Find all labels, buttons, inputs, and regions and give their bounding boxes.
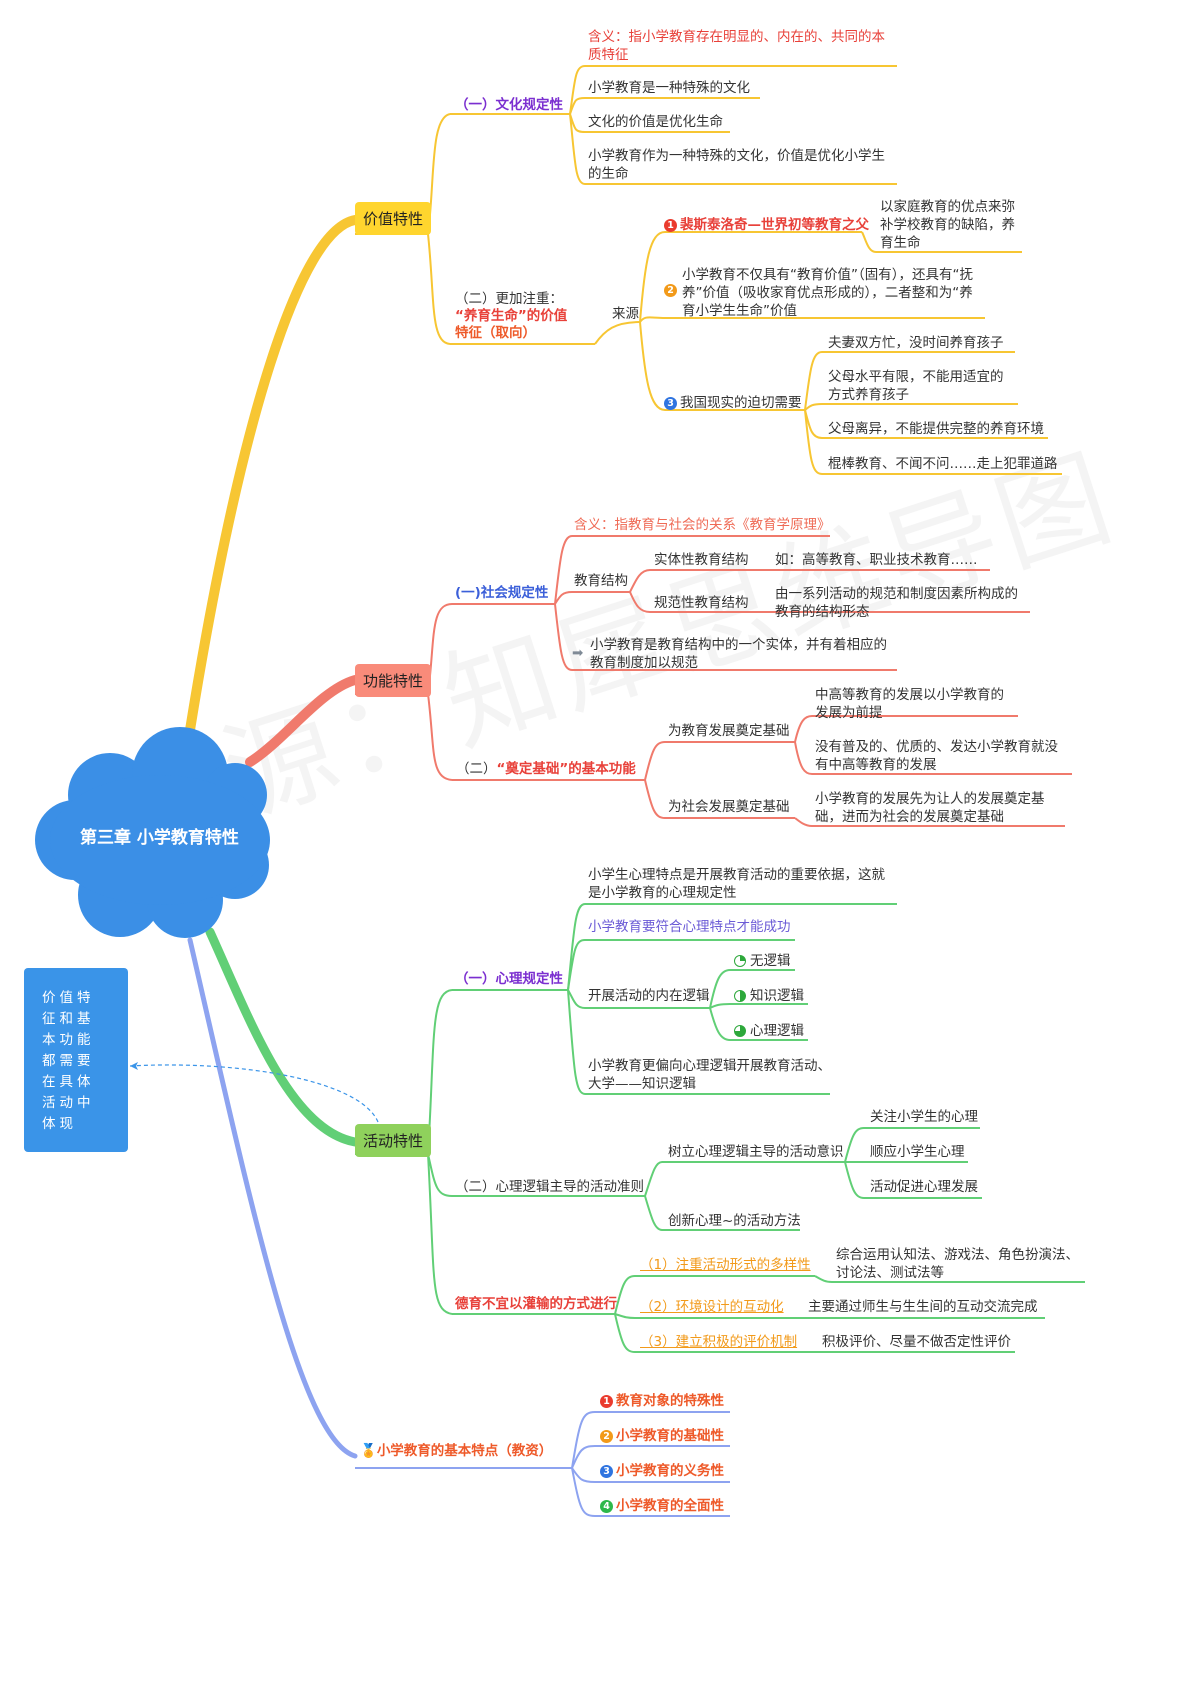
function-s2-label-b: “奠定基础” [496,761,569,777]
value-s1-meaning[interactable]: 含义：指小学教育存在明显的、内在的、共同的本质特征 [588,29,885,63]
function-entity-label[interactable]: 实体性教育结构 [654,552,749,568]
activity-s3-item[interactable]: （1）注重活动形式的多样性 [640,1257,811,1273]
value-source-3-label: 我国现实的迫切需要 [680,395,802,411]
number-2-icon: 2 [664,284,677,297]
activity-s1-success[interactable]: 小学教育要符合心理特点才能成功 [588,919,791,935]
number-1-icon: 1 [664,219,677,232]
number-3-icon: 3 [664,397,677,410]
activity-s3-detail[interactable]: 综合运用认知法、游戏法、角色扮演法、讨论法、测试法等 [836,1247,1079,1281]
basic-item-label: 小学教育的全面性 [616,1498,724,1514]
value-source-2-label: 小学教育不仅具有“教育价值”（固有），还具有“抚养”价值（吸收家育优点形成的），… [682,267,973,319]
function-s2-label-c: 的基本功能 [568,761,636,777]
value-source-1-label: 裴斯泰洛奇—世界初等教育之父 [680,217,869,233]
root-cloud [35,727,270,938]
value-badge[interactable]: 价值特性 [355,202,432,235]
value-source-3-item[interactable]: 棍棒教育、不闻不问……走上犯罪道路 [828,456,1058,472]
activity-s3-item[interactable]: （2）环境设计的互动化 [640,1299,784,1315]
activity-logic-label[interactable]: 开展活动的内在逻辑 [588,988,710,1004]
basic-item-label: 小学教育的义务性 [616,1463,724,1479]
pie-quarter-icon [734,955,746,967]
activity-awareness-item[interactable]: 关注小学生的心理 [870,1109,978,1125]
activity-s3-item[interactable]: （3）建立积极的评价机制 [640,1334,798,1350]
activity-logic-item-label: 知识逻辑 [750,988,804,1004]
activity-s3-detail[interactable]: 主要通过师生与生生间的互动交流完成 [808,1299,1038,1315]
medal-icon: 🏅 [360,1443,377,1459]
activity-logic-item[interactable]: 心理逻辑 [734,1022,804,1040]
number-1-icon: 1 [600,1395,613,1408]
function-norm-detail[interactable]: 由一系列活动的规范和制度因素所构成的教育的结构形态 [775,586,1018,620]
basic-item-label: 教育对象的特殊性 [616,1393,724,1409]
activity-awareness-item[interactable]: 活动促进心理发展 [870,1179,978,1195]
value-s1-item[interactable]: 文化的价值是优化生命 [588,114,723,130]
function-s1-label[interactable]: (一)社会规定性 [455,585,549,601]
basic-label-text: 小学教育的基本特点（教资） [376,1443,553,1459]
branch-basic [187,937,358,1459]
activity-s2-label[interactable]: （二）心理逻辑主导的活动准则 [455,1179,644,1195]
value-s2-label-c[interactable]: 特征（取向） [455,325,536,341]
activity-badge[interactable]: 活动特性 [355,1124,432,1157]
function-norm-label[interactable]: 规范性教育结构 [654,595,749,611]
value-source-1-detail[interactable]: 以家庭教育的优点来弥补学校教育的缺陷，养育生命 [880,199,1015,251]
activity-s3-detail[interactable]: 积极评价、尽量不做否定性评价 [822,1334,1011,1350]
activity-awareness-label[interactable]: 树立心理逻辑主导的活动意识 [668,1144,844,1160]
value-s1-item[interactable]: 小学教育作为一种特殊的文化，价值是优化小学生的生命 [588,148,885,182]
basic-item-label: 小学教育的基础性 [616,1428,724,1444]
note-link [129,1064,379,1123]
function-entity-detail[interactable]: 如：高等教育、职业技术教育…… [775,552,978,568]
function-conclusion[interactable]: 小学教育是教育结构中的一个实体，并有着相应的教育制度加以规范 [590,637,887,671]
function-soc-detail[interactable]: 小学教育的发展先为让人的发展奠定基础，进而为社会的发展奠定基础 [815,791,1045,825]
pie-three-quarter-icon [734,1025,746,1037]
number-4-icon: 4 [600,1500,613,1513]
value-source-2[interactable]: 2 小学教育不仅具有“教育价值”（固有），还具有“抚养”价值（吸收家育优点形成的）… [664,266,982,320]
activity-method-label[interactable]: 创新心理~的活动方法 [668,1213,801,1229]
function-soc-label[interactable]: 为社会发展奠定基础 [668,799,790,815]
activity-logic-item[interactable]: 无逻辑 [734,952,791,970]
value-s1-label[interactable]: （一）文化规定性 [455,97,563,113]
activity-s1-intro[interactable]: 小学生心理特点是开展教育活动的重要依据，这就是小学教育的心理规定性 [588,867,885,901]
function-s1-meaning[interactable]: 含义：指教育与社会的关系《教育学原理》 [574,517,831,533]
value-source-3-item[interactable]: 父母离异，不能提供完整的养育环境 [828,421,1044,437]
function-edu-label[interactable]: 为教育发展奠定基础 [668,723,790,739]
value-s2-label-a[interactable]: （二）更加注重： [455,291,563,307]
value-source-label[interactable]: 来源 [612,306,639,322]
function-structure-label[interactable]: 教育结构 [574,573,628,589]
value-source-3-item[interactable]: 父母水平有限，不能用适宜的方式养育孩子 [828,369,1004,403]
branch-value [185,215,360,735]
activity-logic-item[interactable]: 知识逻辑 [734,987,804,1005]
function-badge[interactable]: 功能特性 [355,664,432,697]
root-title[interactable]: 第三章 小学教育特性 [80,828,239,848]
value-s2-label-b[interactable]: “养育生命”的价值 [455,308,568,324]
branch-function [245,675,360,767]
arrow-right-icon: ➡ [572,645,584,661]
number-3-icon: 3 [600,1465,613,1478]
activity-s3-label[interactable]: 德育不宜以灌输的方式进行 [455,1296,617,1312]
pie-half-icon [734,990,746,1002]
note-box[interactable]: 价值特征和基本功能都需要在具体活动中体现 [24,968,128,1152]
number-2-icon: 2 [600,1430,613,1443]
function-s2-label[interactable]: （二）“奠定基础”的基本功能 [456,760,636,778]
activity-logic-item-label: 心理逻辑 [750,1023,804,1039]
activity-s1-compare[interactable]: 小学教育更偏向心理逻辑开展教育活动、大学——知识逻辑 [588,1058,831,1092]
function-edu-item[interactable]: 中高等教育的发展以小学教育的发展为前提 [815,687,1004,721]
activity-awareness-item[interactable]: 顺应小学生心理 [870,1144,965,1160]
activity-s1-label[interactable]: （一）心理规定性 [455,971,563,987]
function-edu-item[interactable]: 没有普及的、优质的、发达小学教育就没有中高等教育的发展 [815,739,1058,773]
value-s1-item[interactable]: 小学教育是一种特殊的文化 [588,80,750,96]
function-s2-label-a: （二） [456,761,497,777]
value-source-3-item[interactable]: 夫妻双方忙，没时间养育孩子 [828,335,1004,351]
activity-logic-item-label: 无逻辑 [750,953,791,969]
branch-activity [205,927,360,1147]
basic-label[interactable]: 🏅小学教育的基本特点（教资） [360,1442,552,1460]
